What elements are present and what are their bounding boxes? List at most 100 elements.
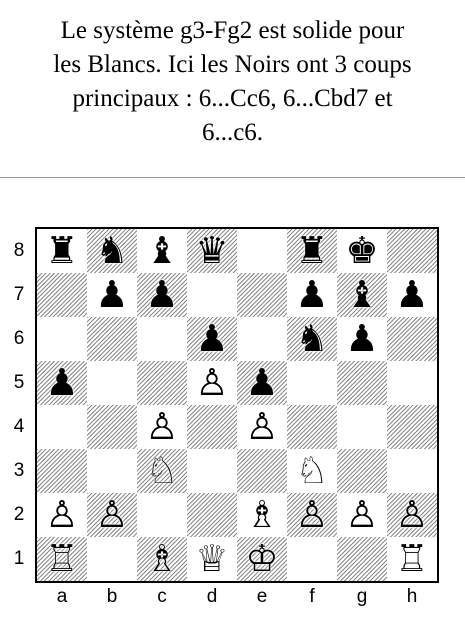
square-f4[interactable] (287, 405, 337, 449)
file-label: d (187, 584, 237, 610)
square-a1[interactable]: ♖︎ (37, 537, 87, 581)
square-a2[interactable]: ♙︎ (37, 493, 87, 537)
square-h4[interactable] (387, 405, 437, 449)
square-h1[interactable]: ♖︎ (387, 537, 437, 581)
white-pawn-icon[interactable]: ♙︎ (37, 493, 87, 537)
square-a4[interactable] (37, 405, 87, 449)
square-e8[interactable] (237, 229, 287, 273)
black-rook-icon[interactable]: ♜︎ (37, 229, 87, 273)
white-pawn-icon[interactable]: ♙︎ (387, 493, 437, 537)
square-f2[interactable]: ♙︎ (287, 493, 337, 537)
square-e1[interactable]: ♔︎ (237, 537, 287, 581)
square-b4[interactable] (87, 405, 137, 449)
square-b6[interactable] (87, 317, 137, 361)
square-f6[interactable]: ♞︎ (287, 317, 337, 361)
square-f8[interactable]: ♜︎ (287, 229, 337, 273)
square-b5[interactable] (87, 361, 137, 405)
square-b1[interactable] (87, 537, 137, 581)
square-d5[interactable]: ♙︎ (187, 361, 237, 405)
black-knight-icon[interactable]: ♞︎ (287, 317, 337, 361)
square-c6[interactable] (137, 317, 187, 361)
square-h6[interactable] (387, 317, 437, 361)
square-d7[interactable] (187, 273, 237, 317)
file-label: b (87, 584, 137, 610)
black-pawn-icon[interactable]: ♟︎ (137, 273, 187, 317)
square-a5[interactable]: ♟︎ (37, 361, 87, 405)
square-c3[interactable]: ♘︎ (137, 449, 187, 493)
square-e2[interactable]: ♗︎ (237, 493, 287, 537)
white-king-icon[interactable]: ♔︎ (237, 537, 287, 581)
black-pawn-icon[interactable]: ♟︎ (37, 361, 87, 405)
square-b8[interactable]: ♞︎ (87, 229, 137, 273)
square-e7[interactable] (237, 273, 287, 317)
white-pawn-icon[interactable]: ♙︎ (287, 493, 337, 537)
black-pawn-icon[interactable]: ♟︎ (387, 273, 437, 317)
black-bishop-icon[interactable]: ♝︎ (337, 273, 387, 317)
square-g1[interactable] (337, 537, 387, 581)
square-g6[interactable]: ♟︎ (337, 317, 387, 361)
square-c8[interactable]: ♝︎ (137, 229, 187, 273)
square-e6[interactable] (237, 317, 287, 361)
square-h3[interactable] (387, 449, 437, 493)
black-pawn-icon[interactable]: ♟︎ (237, 361, 287, 405)
square-g5[interactable] (337, 361, 387, 405)
square-g8[interactable]: ♚︎ (337, 229, 387, 273)
white-pawn-icon[interactable]: ♙︎ (137, 405, 187, 449)
rank-label: 1 (8, 537, 30, 581)
black-pawn-icon[interactable]: ♟︎ (337, 317, 387, 361)
black-pawn-icon[interactable]: ♟︎ (287, 273, 337, 317)
square-d3[interactable] (187, 449, 237, 493)
square-g2[interactable]: ♙︎ (337, 493, 387, 537)
square-h7[interactable]: ♟︎ (387, 273, 437, 317)
square-f5[interactable] (287, 361, 337, 405)
white-pawn-icon[interactable]: ♙︎ (337, 493, 387, 537)
black-knight-icon[interactable]: ♞︎ (87, 229, 137, 273)
square-c2[interactable] (137, 493, 187, 537)
square-c5[interactable] (137, 361, 187, 405)
white-pawn-icon[interactable]: ♙︎ (187, 361, 237, 405)
square-h2[interactable]: ♙︎ (387, 493, 437, 537)
black-pawn-icon[interactable]: ♟︎ (87, 273, 137, 317)
black-bishop-icon[interactable]: ♝︎ (137, 229, 187, 273)
white-knight-icon[interactable]: ♘︎ (137, 449, 187, 493)
square-f1[interactable] (287, 537, 337, 581)
square-g7[interactable]: ♝︎ (337, 273, 387, 317)
white-bishop-icon[interactable]: ♗︎ (137, 537, 187, 581)
black-king-icon[interactable]: ♚︎ (337, 229, 387, 273)
square-a8[interactable]: ♜︎ (37, 229, 87, 273)
square-f7[interactable]: ♟︎ (287, 273, 337, 317)
square-d1[interactable]: ♕︎ (187, 537, 237, 581)
square-d8[interactable]: ♛︎ (187, 229, 237, 273)
black-rook-icon[interactable]: ♜︎ (287, 229, 337, 273)
square-g3[interactable] (337, 449, 387, 493)
white-rook-icon[interactable]: ♖︎ (387, 537, 437, 581)
square-c7[interactable]: ♟︎ (137, 273, 187, 317)
black-pawn-icon[interactable]: ♟︎ (187, 317, 237, 361)
white-queen-icon[interactable]: ♕︎ (187, 537, 237, 581)
caption-line: les Blancs. Ici les Noirs ont 3 coups (0, 48, 465, 82)
square-g4[interactable] (337, 405, 387, 449)
white-pawn-icon[interactable]: ♙︎ (87, 493, 137, 537)
square-f3[interactable]: ♘︎ (287, 449, 337, 493)
white-bishop-icon[interactable]: ♗︎ (237, 493, 287, 537)
square-b7[interactable]: ♟︎ (87, 273, 137, 317)
square-e4[interactable]: ♙︎ (237, 405, 287, 449)
square-e5[interactable]: ♟︎ (237, 361, 287, 405)
square-e3[interactable] (237, 449, 287, 493)
square-h8[interactable] (387, 229, 437, 273)
square-d2[interactable] (187, 493, 237, 537)
square-b2[interactable]: ♙︎ (87, 493, 137, 537)
black-queen-icon[interactable]: ♛︎ (187, 229, 237, 273)
square-b3[interactable] (87, 449, 137, 493)
white-rook-icon[interactable]: ♖︎ (37, 537, 87, 581)
square-d4[interactable] (187, 405, 237, 449)
square-a3[interactable] (37, 449, 87, 493)
square-d6[interactable]: ♟︎ (187, 317, 237, 361)
square-c1[interactable]: ♗︎ (137, 537, 187, 581)
square-h5[interactable] (387, 361, 437, 405)
square-a7[interactable] (37, 273, 87, 317)
white-pawn-icon[interactable]: ♙︎ (237, 405, 287, 449)
square-c4[interactable]: ♙︎ (137, 405, 187, 449)
white-knight-icon[interactable]: ♘︎ (287, 449, 337, 493)
square-a6[interactable] (37, 317, 87, 361)
